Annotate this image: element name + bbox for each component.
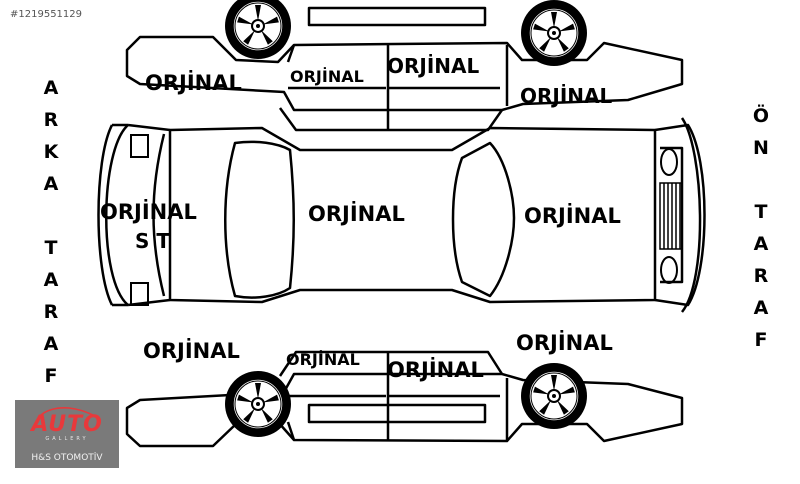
label-hood: ORJİNAL xyxy=(524,203,621,228)
rear-letter: R xyxy=(44,301,59,323)
front-letter: A xyxy=(754,233,769,255)
front-letter: N xyxy=(753,137,769,159)
wheel-bottom-front-icon xyxy=(520,362,588,430)
front-letter: A xyxy=(754,297,769,319)
headlight-top xyxy=(660,148,678,176)
rear-letter: K xyxy=(44,141,60,163)
rear-letter: A xyxy=(44,77,59,99)
logo-subtitle: GALLERY xyxy=(45,436,89,442)
car-silhouette-icon xyxy=(38,407,96,418)
label-trunk-note: S T xyxy=(135,229,170,253)
label-top-front-door: ORJİNAL xyxy=(387,54,480,78)
listing-id: #1219551129 xyxy=(10,9,83,20)
label-bottom-rear-fender: ORJİNAL xyxy=(143,338,240,363)
wheel-bottom-rear-icon xyxy=(224,370,292,438)
logo-dealer-name: H&S OTOMOTİV xyxy=(31,453,103,463)
rear-window xyxy=(224,140,295,299)
front-grille xyxy=(659,182,683,250)
rear-letter: R xyxy=(44,109,59,131)
top-side-outline xyxy=(125,6,684,132)
label-bottom-front-fender: ORJİNAL xyxy=(516,330,613,355)
front-side-label: Ö N T A R A F xyxy=(753,103,769,351)
label-bottom-front-door: ORJİNAL xyxy=(387,357,484,382)
rear-letter: A xyxy=(44,269,59,291)
rear-side-label: A R K A T A R A F xyxy=(44,77,60,387)
front-letter: Ö xyxy=(753,103,769,127)
rear-letter: F xyxy=(45,365,58,387)
wheel-top-rear-icon xyxy=(224,0,292,60)
trunk-light-top xyxy=(130,134,149,158)
logo-word: AUTO xyxy=(31,412,103,437)
front-letter: T xyxy=(755,201,768,223)
label-bottom-rear-door: ORJİNAL xyxy=(286,350,360,369)
rear-letter: A xyxy=(44,173,59,195)
rear-letter: T xyxy=(45,237,58,259)
headlight-bottom xyxy=(660,256,678,284)
label-top-rear-fender: ORJİNAL xyxy=(145,70,242,95)
windshield xyxy=(451,141,516,298)
dealer-logo: AUTO GALLERY H&S OTOMOTİV xyxy=(15,400,119,468)
label-top-rear-door: ORJİNAL xyxy=(290,67,364,86)
label-trunk: ORJİNAL xyxy=(100,199,197,224)
rear-letter: A xyxy=(44,333,59,355)
wheel-top-front-icon xyxy=(520,0,588,67)
top-view-body xyxy=(97,117,706,313)
front-letter: F xyxy=(755,329,768,351)
trunk-light-bottom xyxy=(130,282,149,306)
front-letter: R xyxy=(754,265,769,287)
label-roof: ORJİNAL xyxy=(308,201,405,226)
label-top-front-fender: ORJİNAL xyxy=(520,84,613,108)
